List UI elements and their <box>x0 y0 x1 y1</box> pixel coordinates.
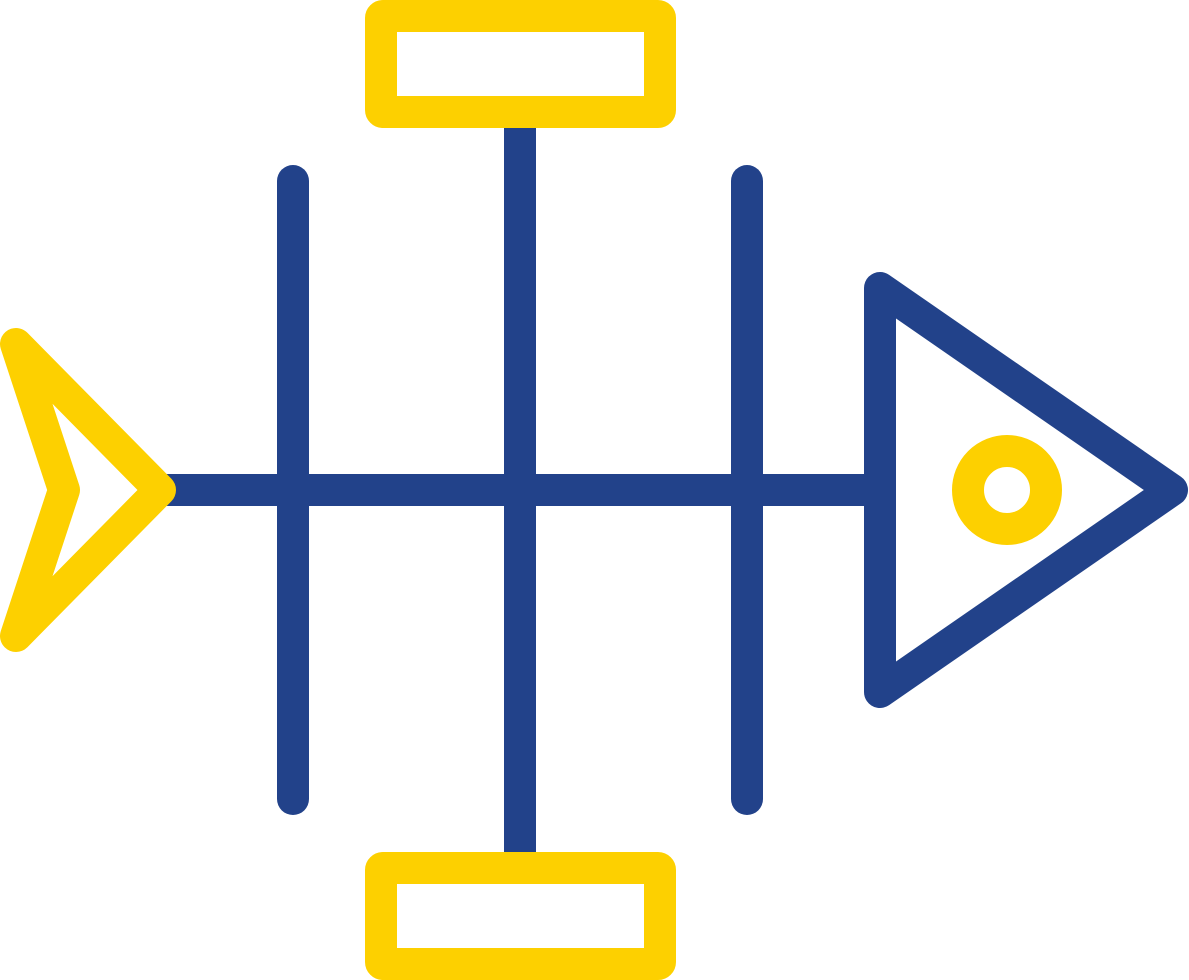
fish-tail-icon <box>0 328 176 652</box>
fish-eye-icon <box>952 435 1062 545</box>
bottom-cause-box-icon <box>365 852 676 980</box>
top-cause-box-icon <box>365 0 676 128</box>
fish-head-icon <box>864 272 1188 708</box>
